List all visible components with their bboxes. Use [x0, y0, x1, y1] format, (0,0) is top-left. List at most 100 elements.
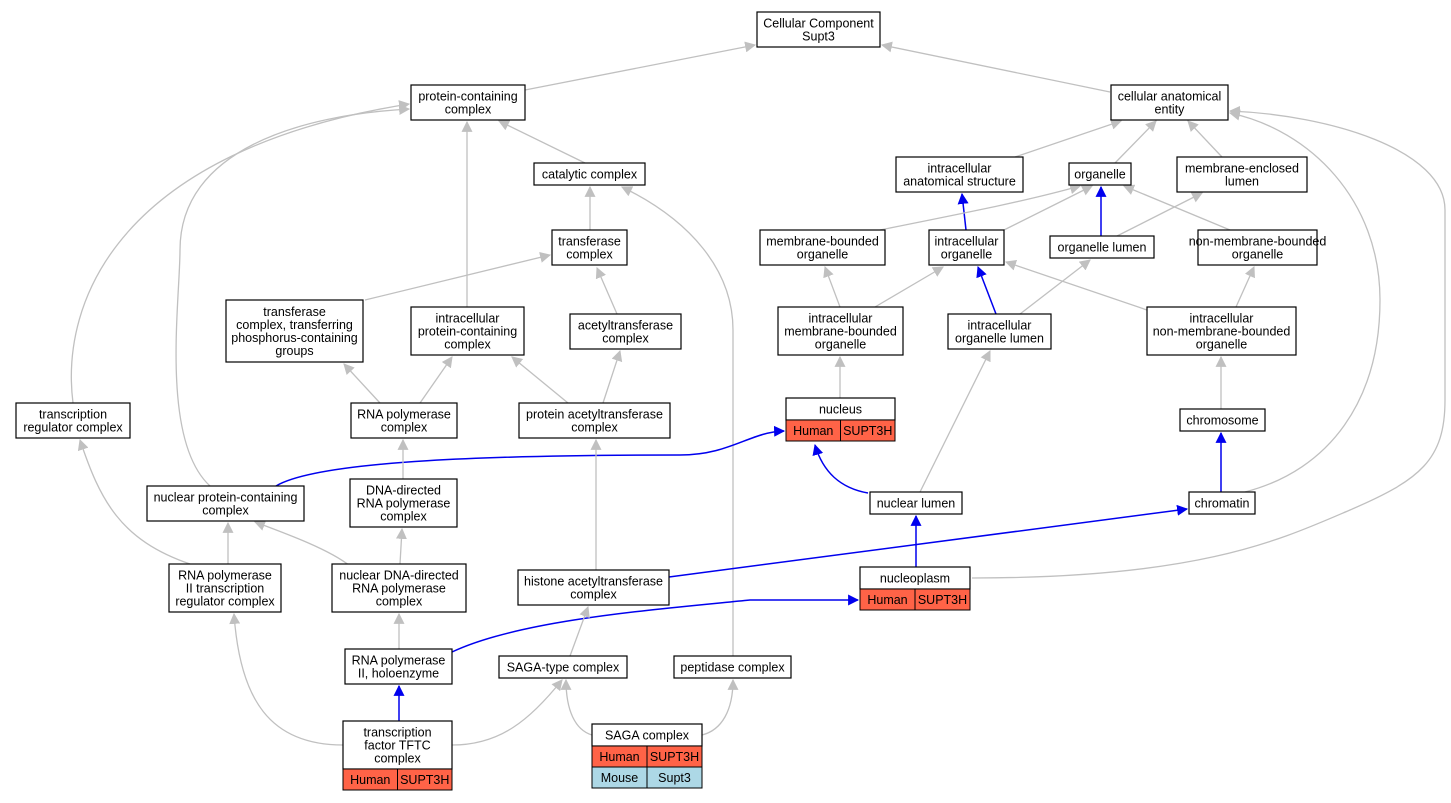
term-box — [410, 306, 525, 356]
term-box — [777, 306, 904, 356]
term-label: organelle — [1074, 168, 1125, 182]
term-label: cellular anatomical — [1118, 90, 1222, 104]
term-label: complex — [571, 421, 618, 435]
term-node-peptidase[interactable]: peptidase complex — [673, 655, 792, 679]
is-a-edge-saga-to-sagatype — [560, 678, 593, 736]
term-node-nlumen[interactable]: nuclear lumen — [869, 491, 963, 515]
term-label: organelle — [941, 248, 992, 262]
term-label: complex — [444, 338, 491, 352]
is-a-edge-pat-to-acetyl — [602, 349, 623, 404]
term-label: nuclear DNA-directed — [339, 569, 459, 583]
term-box — [15, 402, 131, 439]
is-a-edge-trc-to-pcc — [70, 100, 411, 404]
term-label: organelle — [815, 338, 866, 352]
part-of-edge-holo-to-nucleoplasm — [451, 594, 860, 653]
term-node-chromosome[interactable]: chromosome — [1179, 408, 1266, 432]
term-label: complex — [202, 504, 249, 518]
is-a-edge-imbo-to-io — [874, 266, 944, 308]
term-label: organelle — [797, 248, 848, 262]
term-label: peptidase complex — [680, 661, 785, 675]
term-label: transferase — [263, 305, 326, 319]
term-node-chromatin[interactable]: chromatin — [1188, 491, 1256, 515]
is-a-edge-inmbo-to-nmbo — [1235, 265, 1255, 308]
gene-cell — [914, 588, 971, 611]
term-label: membrane-bounded — [784, 325, 897, 339]
term-label: membrane-enclosed — [1185, 162, 1299, 176]
term-label: complex — [570, 588, 617, 602]
term-label: chromatin — [1195, 497, 1250, 511]
term-box — [146, 485, 305, 522]
term-label: nuclear protein-containing — [154, 491, 298, 505]
term-box — [1068, 162, 1132, 186]
term-label: transferase — [558, 235, 621, 249]
term-label: catalytic complex — [542, 168, 638, 182]
part-of-edge-npcc-to-nucleus — [275, 425, 786, 487]
gene-label: SUPT3H — [843, 424, 892, 438]
term-node-catalytic[interactable]: catalytic complex — [533, 162, 646, 186]
is-a-edge-mel-to-cae — [1187, 120, 1223, 158]
term-label: complex — [381, 421, 428, 435]
part-of-edge-io-to-ias — [957, 192, 969, 231]
term-box — [895, 156, 1024, 193]
is-a-edge-acetyl-to-transferase — [595, 266, 618, 315]
term-node-ol[interactable]: organelle lumen — [1049, 235, 1155, 259]
term-box — [518, 402, 671, 439]
term-node-organelle[interactable]: organelle — [1068, 162, 1132, 186]
term-label: factor TFTC — [364, 739, 430, 753]
is-a-edge-nlumen-to-iol — [919, 350, 991, 493]
term-label: Supt3 — [802, 30, 835, 44]
term-box — [225, 299, 364, 363]
term-label: RNA polymerase — [178, 569, 272, 583]
term-node-inmbo[interactable]: intracellularnon-membrane-boundedorganel… — [1146, 306, 1297, 356]
term-box — [517, 569, 670, 606]
part-of-edge-hat-to-chromatin — [668, 504, 1189, 578]
term-label: organelle lumen — [1058, 241, 1147, 255]
term-box — [1197, 229, 1318, 266]
is-a-edge-imbo-to-mbo — [823, 265, 841, 308]
is-a-edge-pcc-to-root — [524, 41, 757, 91]
term-label: anatomical structure — [903, 175, 1016, 189]
is-a-edge-saga-to-peptidase — [701, 678, 739, 736]
term-label: complex — [374, 752, 421, 766]
term-label: complex — [380, 510, 427, 524]
term-box — [869, 491, 963, 515]
is-a-edge-pat-to-ipcc — [511, 356, 569, 404]
term-node-sagatype[interactable]: SAGA-type complex — [498, 655, 628, 679]
is-a-edge-catalytic-to-pcc — [498, 120, 586, 164]
term-label: membrane-bounded — [766, 235, 879, 249]
is-a-edge-io-to-organelle — [1003, 185, 1093, 231]
is-a-edge-sagatype-to-hat — [569, 605, 590, 657]
term-label: complex — [445, 103, 492, 117]
term-label: II transcription — [186, 582, 265, 596]
species-label: Mouse — [601, 771, 639, 785]
term-box — [1146, 306, 1297, 356]
term-label: Cellular Component — [763, 17, 874, 31]
